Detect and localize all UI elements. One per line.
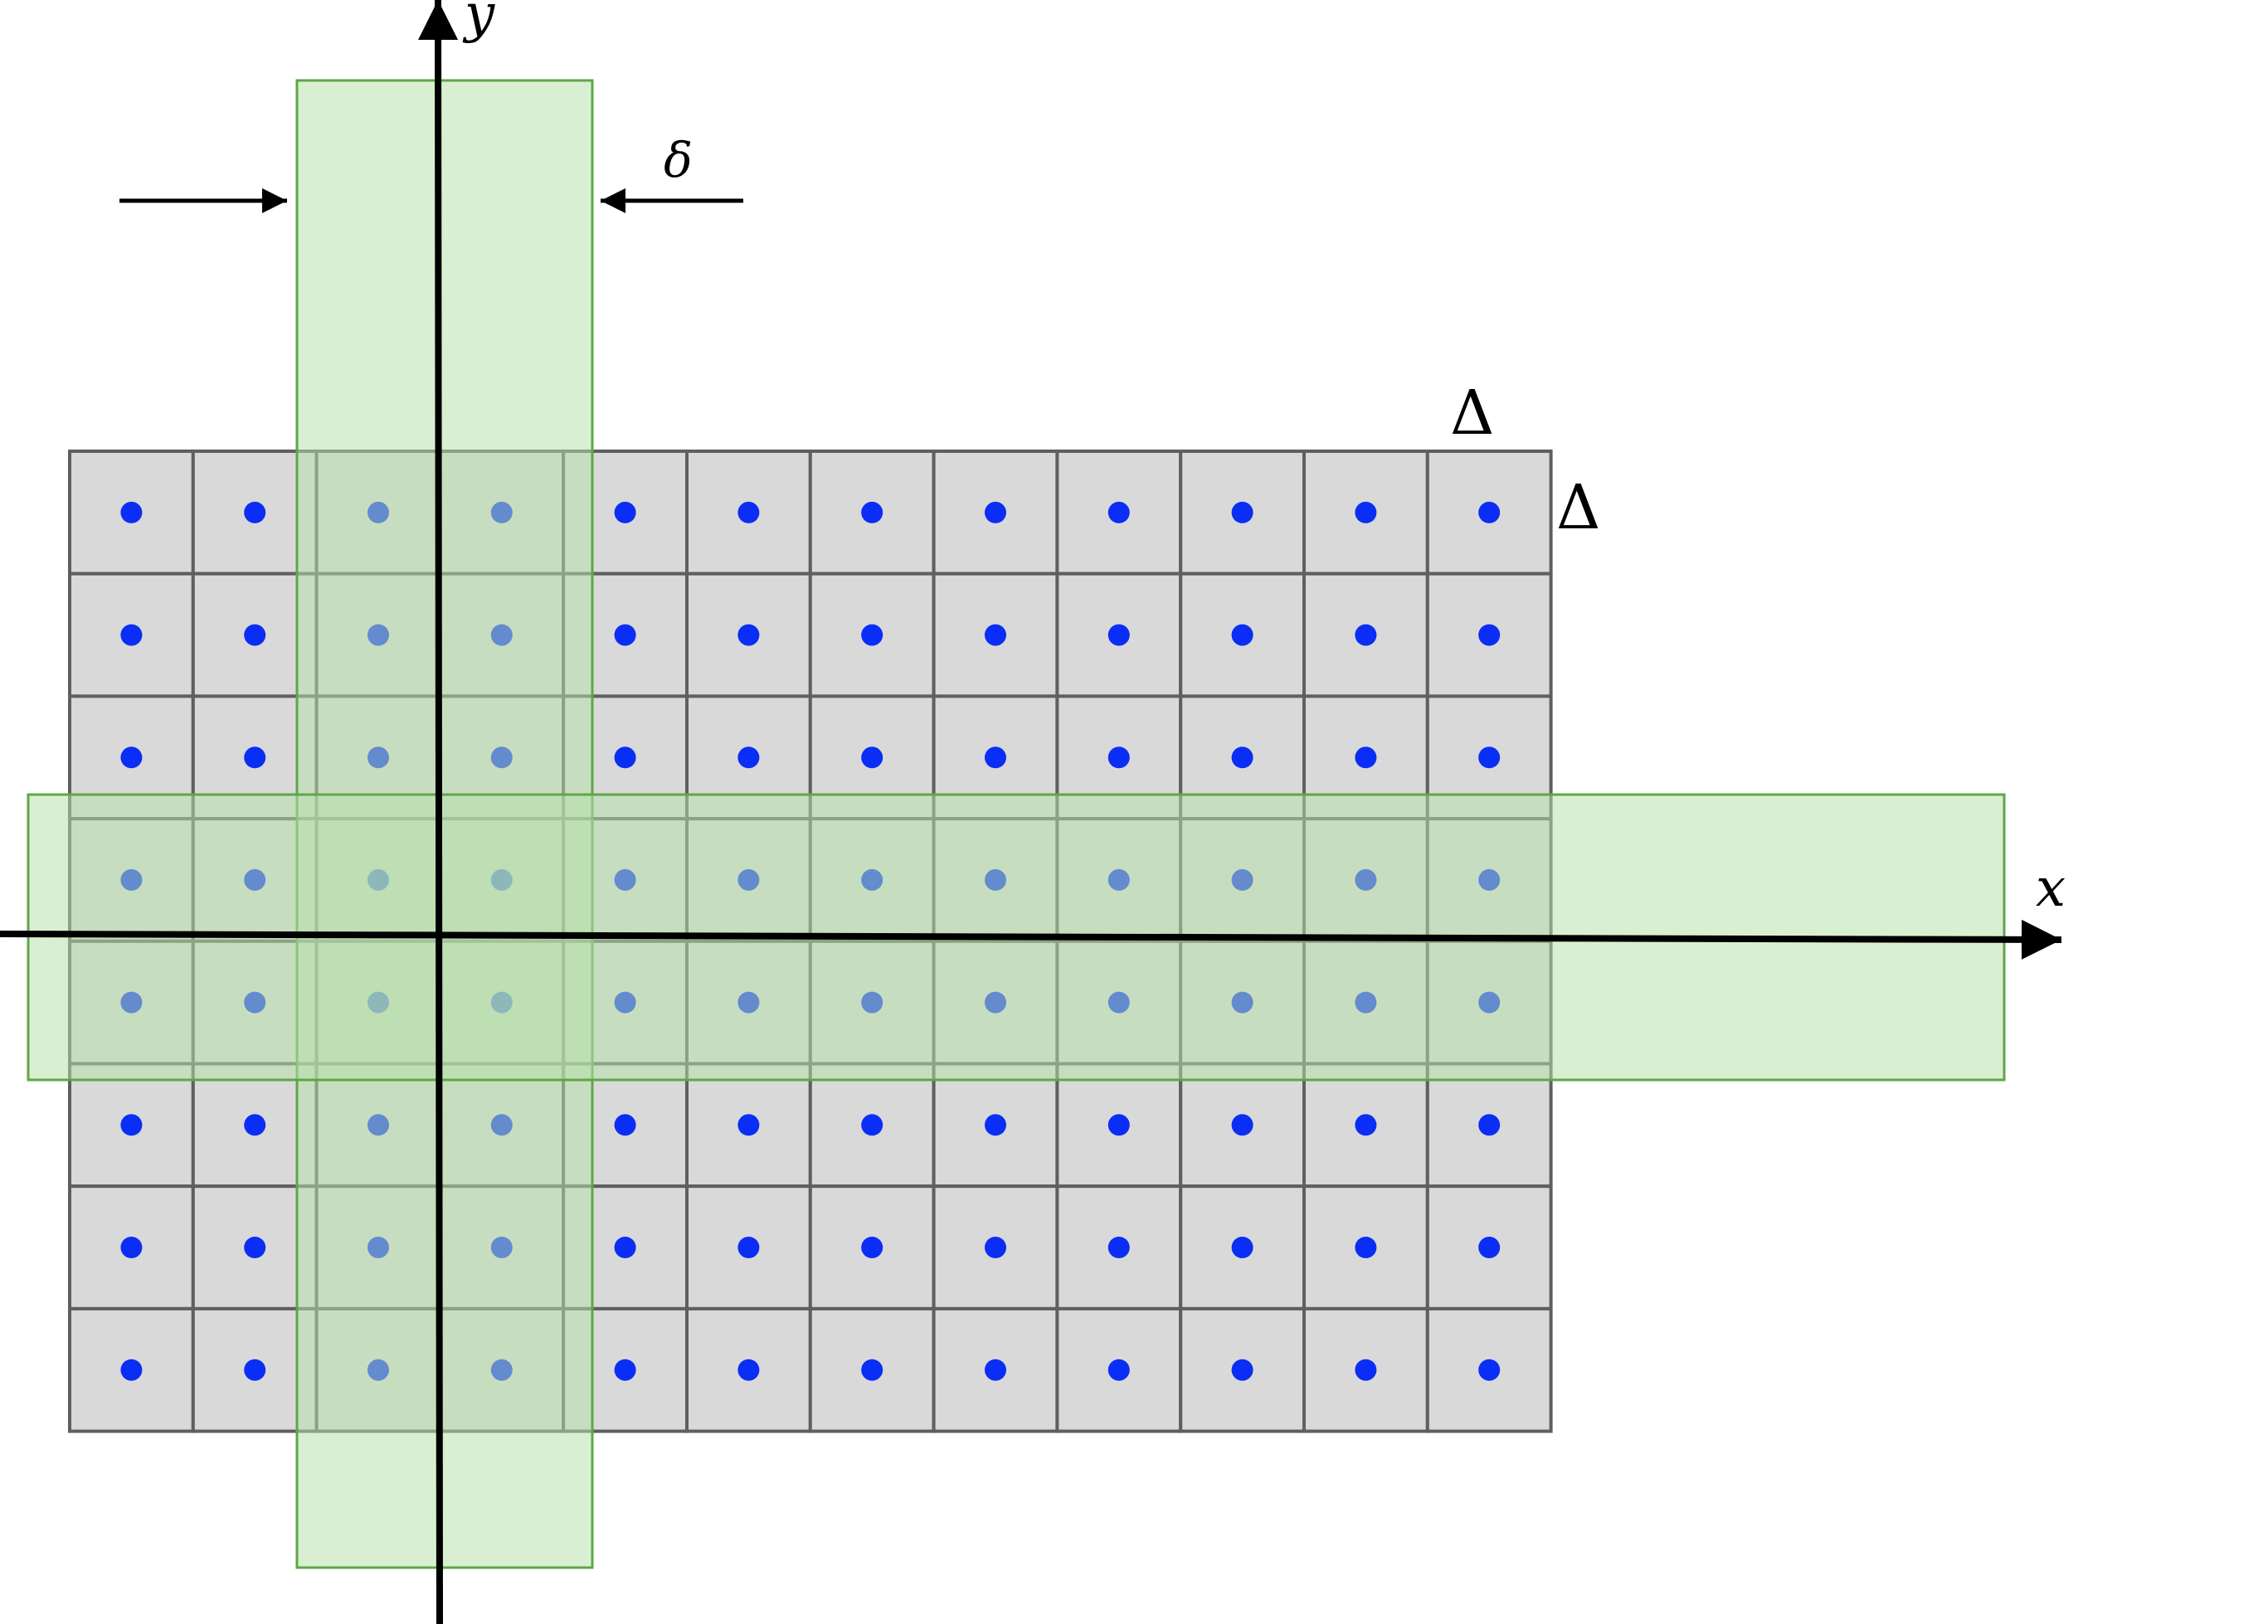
- cell-height-label: Δ: [1556, 472, 1600, 543]
- grid-point: [1231, 746, 1253, 769]
- grid-point: [1478, 1114, 1501, 1136]
- grid-point: [1355, 1359, 1377, 1381]
- grid-point: [244, 1359, 266, 1381]
- grid-point: [1355, 501, 1377, 523]
- grid-point: [120, 1237, 143, 1258]
- grid-point: [120, 501, 143, 523]
- grid-point: [1355, 624, 1377, 646]
- grid-point: [1231, 1359, 1253, 1381]
- grid-point: [985, 1114, 1006, 1136]
- grid-point: [985, 746, 1006, 769]
- grid-cell: [932, 450, 1059, 576]
- x-axis-label: x: [2036, 858, 2066, 919]
- grid-point: [861, 746, 883, 769]
- grid-point: [737, 501, 760, 523]
- grid-point: [1478, 1359, 1501, 1381]
- y-axis-label: y: [462, 0, 495, 45]
- grid-point: [861, 1359, 883, 1381]
- grid-cell: [1179, 571, 1306, 698]
- grid-point: [861, 501, 883, 523]
- grid-point: [1355, 1237, 1377, 1258]
- x-axis: [0, 919, 2062, 960]
- y-axis: [418, 0, 459, 1624]
- grid-point: [244, 501, 266, 523]
- grid-point: [1355, 746, 1377, 769]
- grid-point: [985, 1237, 1006, 1258]
- grid-point: [1107, 624, 1130, 646]
- grid-point: [1478, 746, 1501, 769]
- grid-point: [614, 1237, 636, 1258]
- grid-point: [737, 624, 760, 646]
- grid-point: [737, 1359, 760, 1381]
- grid-point: [614, 1114, 636, 1136]
- cell-width-label: Δ: [1450, 377, 1494, 449]
- grid-point: [614, 746, 636, 769]
- grid-point: [244, 1114, 266, 1136]
- grid-point: [1231, 624, 1253, 646]
- grid-point: [985, 1359, 1006, 1381]
- grid-point: [1107, 1237, 1130, 1258]
- grid-point: [120, 746, 143, 769]
- grid-point: [985, 624, 1006, 646]
- grid-point: [1107, 746, 1130, 769]
- grid-point: [861, 1114, 883, 1136]
- grid-point: [737, 1237, 760, 1258]
- grid-point: [1355, 1114, 1377, 1136]
- grid-point: [244, 746, 266, 769]
- grid-point: [120, 1359, 143, 1381]
- grid-point: [861, 624, 883, 646]
- grid-point: [1231, 1114, 1253, 1136]
- grid-point: [614, 1359, 636, 1381]
- grid-point: [1478, 501, 1501, 523]
- grid-point: [1107, 1359, 1130, 1381]
- grid-point: [120, 1114, 143, 1136]
- grid-point: [120, 624, 143, 646]
- grid-point: [614, 501, 636, 523]
- grid-point: [861, 1237, 883, 1258]
- grid-point: [737, 746, 760, 769]
- grid-point: [1107, 501, 1130, 523]
- grid-point: [1231, 501, 1253, 523]
- grid-point: [1107, 1114, 1130, 1136]
- grid-point: [985, 501, 1006, 523]
- grid-point: [614, 624, 636, 646]
- grid-point: [1478, 624, 1501, 646]
- grid-point: [737, 1114, 760, 1136]
- grid-point: [244, 624, 266, 646]
- grid-point: [1231, 1237, 1253, 1258]
- grid-point: [244, 1237, 266, 1258]
- grid-point: [1478, 1237, 1501, 1258]
- band-width-label: δ: [664, 132, 693, 188]
